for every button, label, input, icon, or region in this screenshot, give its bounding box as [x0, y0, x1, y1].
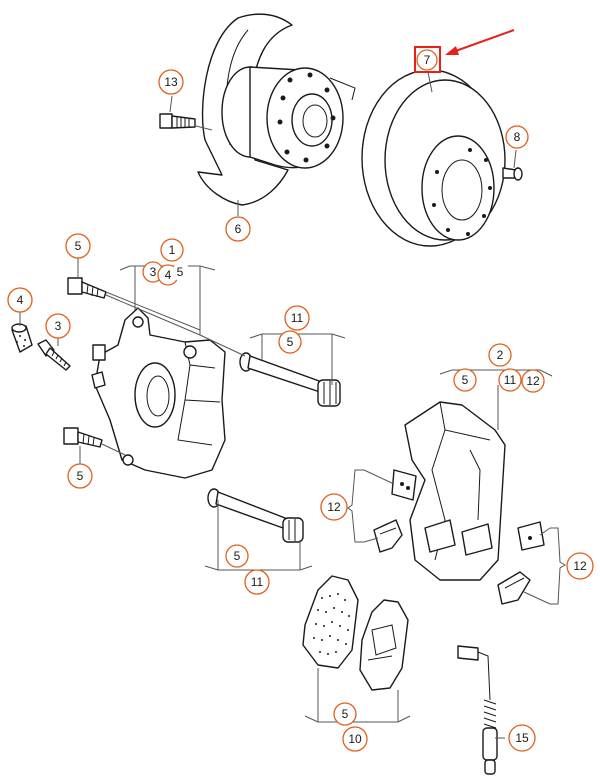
brake-pad-left — [302, 575, 359, 669]
svg-text:8: 8 — [514, 130, 521, 144]
callout-group-5-11-12: 5 11 12 — [453, 368, 545, 393]
guide-clip-right-lower — [497, 571, 531, 605]
svg-text:5: 5 — [287, 335, 294, 349]
callout-4-bleeder-cap: 4 — [7, 287, 33, 313]
bleeder-valve-3 — [37, 339, 71, 371]
disc-screw-8 — [502, 167, 523, 181]
svg-text:4: 4 — [165, 268, 172, 282]
callout-15: 15 — [508, 724, 536, 752]
callout-2: 2 — [488, 343, 512, 367]
callout-5-bolt-lower: 5 — [67, 463, 93, 489]
svg-text:6: 6 — [235, 222, 242, 236]
guide-pin-lower — [207, 488, 304, 543]
callout-5-pin-upper: 5 — [278, 330, 302, 354]
svg-text:5: 5 — [462, 373, 469, 387]
callout-11-pin-lower: 11 — [244, 569, 270, 595]
callout-3-bleeder: 3 — [45, 313, 71, 339]
callout-12-clips-left: 12 — [320, 493, 348, 521]
svg-text:5: 5 — [177, 265, 184, 279]
wear-sensor-15 — [457, 645, 498, 775]
svg-text:11: 11 — [291, 311, 304, 325]
callout-7: 7 — [414, 46, 441, 73]
svg-text:5: 5 — [77, 469, 84, 483]
svg-text:5: 5 — [234, 549, 241, 563]
callout-10: 10 — [342, 726, 368, 752]
svg-text:3: 3 — [55, 319, 62, 333]
callout-group-3-4-5: 3 4 5 — [142, 261, 190, 286]
svg-text:10: 10 — [348, 732, 362, 746]
guide-clip-left-upper — [391, 469, 417, 501]
bleeder-cap-4 — [11, 323, 33, 353]
svg-text:1: 1 — [169, 243, 176, 257]
svg-text:3: 3 — [150, 265, 157, 279]
caliper-housing — [91, 307, 226, 479]
callout-12-clips-right: 12 — [566, 552, 594, 580]
callout-11-pin-upper: 11 — [284, 305, 310, 331]
caliper-bolt-lower — [63, 427, 103, 448]
brake-pad-right — [359, 599, 409, 691]
svg-text:5: 5 — [75, 239, 82, 253]
brake-disc — [361, 69, 506, 247]
highlight-arrow — [445, 29, 515, 55]
callout-8: 8 — [505, 125, 529, 149]
svg-text:15: 15 — [515, 731, 529, 745]
wheel-hub — [221, 66, 356, 169]
guide-clip-right-upper — [517, 521, 545, 551]
bolt-13 — [159, 113, 196, 129]
callout-5-bolt-upper: 5 — [65, 233, 91, 259]
guide-clip-left-lower — [373, 519, 403, 553]
svg-text:12: 12 — [327, 500, 341, 514]
caliper-carrier — [404, 401, 506, 581]
svg-text:12: 12 — [526, 374, 540, 388]
svg-text:12: 12 — [573, 559, 587, 573]
callout-13-label: 13 — [164, 75, 178, 89]
callout-5-pads: 5 — [333, 702, 357, 726]
callout-7-label: 7 — [424, 53, 431, 67]
callout-13: 13 — [158, 69, 184, 95]
svg-text:11: 11 — [504, 373, 517, 387]
svg-text:4: 4 — [17, 293, 24, 307]
svg-text:11: 11 — [251, 575, 264, 589]
group-brackets — [119, 265, 566, 723]
svg-text:5: 5 — [342, 707, 349, 721]
callout-6: 6 — [225, 216, 251, 242]
callout-1: 1 — [160, 238, 184, 262]
callout-5-pin-lower: 5 — [225, 544, 249, 568]
caliper-bolt-upper — [67, 277, 107, 299]
svg-text:2: 2 — [497, 348, 504, 362]
guide-pin-upper — [239, 352, 341, 407]
